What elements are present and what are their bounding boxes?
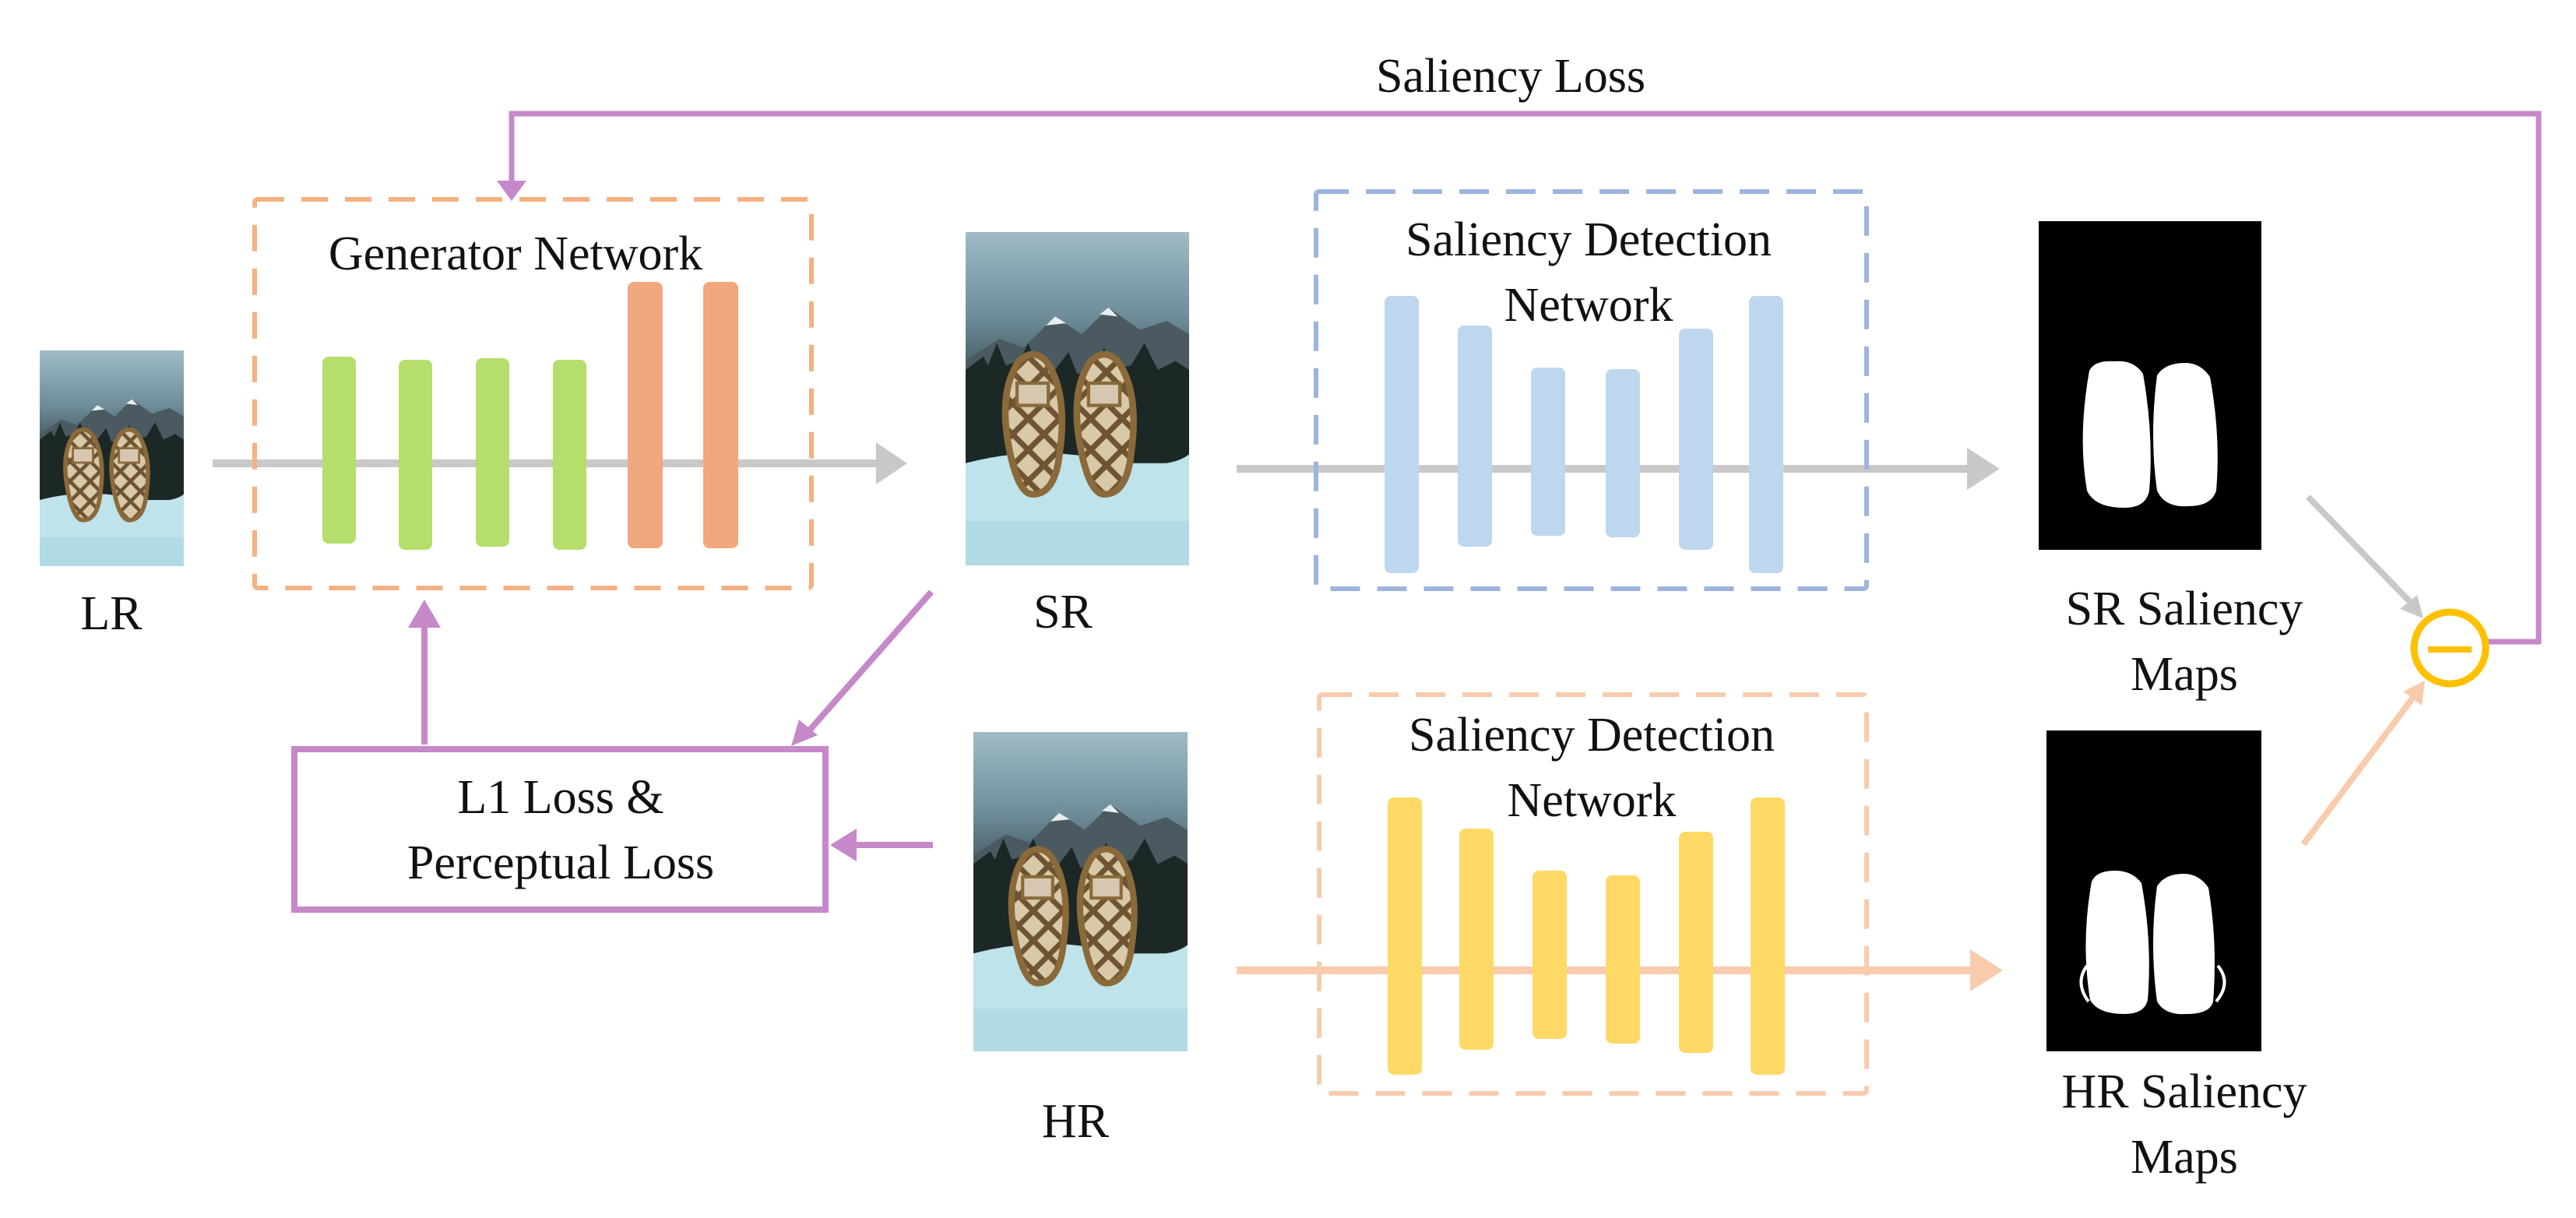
hr-detector-layer [1459, 829, 1494, 1050]
hr-detector-layer [1606, 875, 1640, 1044]
sr-saliency-map [2039, 221, 2261, 550]
sr-saliency-detection-label: Saliency Detection Network [1406, 213, 1772, 332]
sr-detector-layer [1531, 368, 1565, 536]
hr-detector-layers [1388, 797, 1785, 1075]
lr-image [40, 350, 184, 566]
sr-saliency-detection-box [1314, 189, 1869, 591]
sr-image [966, 232, 1189, 565]
hr-map-to-subtract-arrow [2300, 681, 2425, 847]
hr-saliency-detection-label: Saliency Detection Network [1409, 709, 1775, 827]
hr-saliency-detection-box [1317, 692, 1869, 1096]
lr-label: LR [80, 587, 143, 640]
hr-label: HR [1041, 1095, 1110, 1148]
generator-layer [553, 360, 586, 550]
saliency-loss-feedback-arrow [497, 111, 2542, 645]
generator-layer [628, 282, 663, 548]
sr-saliency-maps-label: SR Saliency Maps [2065, 583, 2303, 701]
generator-layers [322, 282, 738, 550]
sr-detector-layer [1749, 296, 1783, 573]
hr-detector-layer [1533, 871, 1567, 1039]
loss-to-generator-arrow [408, 600, 441, 745]
generator-network-box [252, 197, 814, 590]
generator-layer [399, 360, 432, 550]
hr-saliency-map [2046, 730, 2261, 1051]
hr-detector-layer [1388, 797, 1422, 1075]
l1-perceptual-loss-label: L1 Loss & Perceptual Loss [406, 771, 715, 889]
sr-label: SR [1033, 586, 1093, 639]
generator-layer [476, 358, 509, 547]
hr-to-loss-arrow [830, 829, 933, 861]
generator-network-label: Generator Network [328, 227, 703, 280]
generator-layer [322, 357, 356, 544]
sr-detector-layer [1458, 326, 1492, 547]
subtract-icon [2410, 608, 2490, 688]
sr-detector-layer [1679, 329, 1713, 550]
sr-detector-layer [1606, 369, 1640, 537]
generator-layer [703, 282, 738, 548]
hr-detector-layer [1751, 797, 1785, 1075]
sr-to-loss-arrow [791, 590, 934, 746]
sr-to-saliency-arrow [1237, 448, 2000, 490]
sr-map-to-subtract-arrow [2306, 495, 2423, 618]
hr-saliency-maps-label: HR Saliency Maps [2061, 1065, 2307, 1184]
sr-detector-layers [1385, 296, 1783, 573]
hr-image [973, 732, 1188, 1051]
hr-detector-layer [1679, 832, 1713, 1053]
saliency-loss-label: Saliency Loss [1375, 50, 1646, 103]
sr-detector-layer [1385, 296, 1419, 573]
l1-perceptual-loss-box [291, 746, 829, 913]
